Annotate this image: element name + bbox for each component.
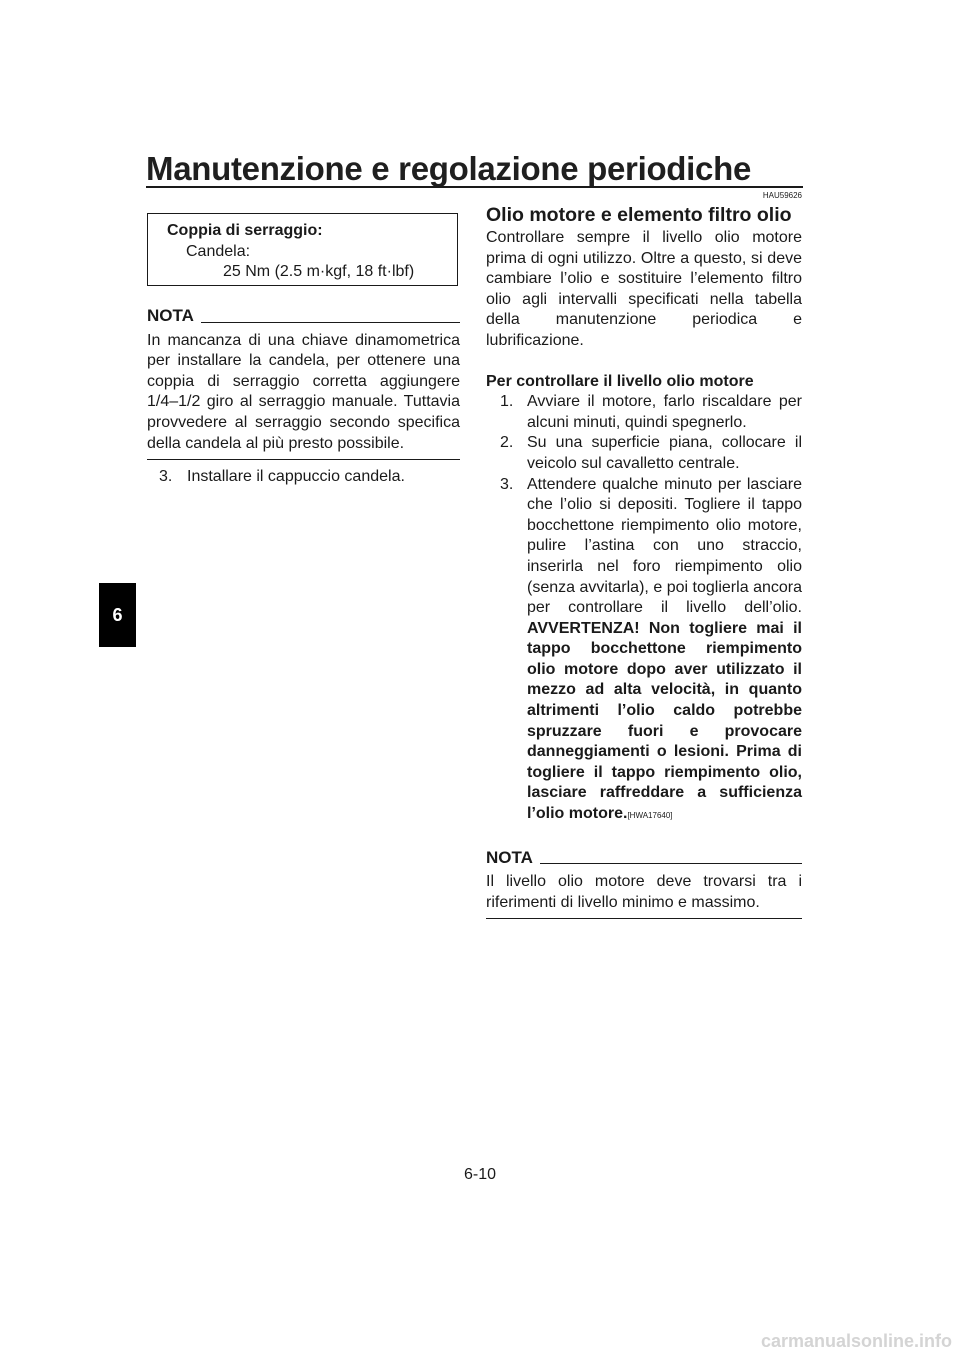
nota-rule bbox=[539, 863, 802, 865]
spec-value: 25 Nm (2.5 m·kgf, 18 ft·lbf) bbox=[223, 263, 415, 280]
warning-text: AVVERTENZA! Non togliere mai il tappo bo… bbox=[527, 619, 802, 823]
watermark: carmanualsonline.info bbox=[760, 1331, 952, 1351]
step-item: 2. Su una superficie piana, collocare il… bbox=[486, 433, 802, 474]
left-column: Coppia di serraggio: Candela: 25 Nm (2.5… bbox=[147, 213, 460, 488]
step-text: Su una superficie piana, collocare il ve… bbox=[527, 434, 802, 472]
warning-code: [HWA17640] bbox=[627, 811, 673, 821]
section-title: Olio motore e elemento filtro olio bbox=[486, 204, 792, 226]
title-rule bbox=[146, 186, 803, 188]
intro-paragraph: Controllare sempre il livello olio motor… bbox=[486, 229, 802, 349]
step-text: Installare il cappuccio candela. bbox=[187, 468, 405, 486]
page-title: Manutenzione e regolazione periodiche bbox=[146, 150, 751, 187]
step-number: 3. bbox=[500, 475, 514, 493]
right-column: HAU59626 Olio motore e elemento filtro o… bbox=[486, 189, 802, 920]
step-item: 3. Installare il cappuccio candela. bbox=[147, 467, 460, 488]
chapter-tab: 6 bbox=[99, 583, 136, 647]
section-code: HAU59626 bbox=[762, 191, 802, 200]
nota-heading: NOTA bbox=[486, 848, 802, 869]
spec-item: Candela: bbox=[186, 242, 251, 260]
subheading: Per controllare il livello olio motore bbox=[486, 372, 754, 390]
nota-text: In mancanza di una chiave dinamometrica … bbox=[147, 331, 460, 461]
step-text: Attendere qualche minuto per lasciare ch… bbox=[527, 475, 802, 617]
torque-spec-box: Coppia di serraggio: Candela: 25 Nm (2.5… bbox=[147, 213, 458, 286]
nota-label: NOTA bbox=[147, 306, 194, 325]
step-item: 1. Avviare il motore, farlo riscaldare p… bbox=[486, 392, 802, 433]
step-item: 3. Attendere qualche minuto per lasciare… bbox=[486, 475, 802, 827]
step-text: Avviare il motore, farlo riscaldare per … bbox=[527, 393, 802, 431]
page-number: 6-10 bbox=[463, 1166, 497, 1183]
spec-label: Coppia di serraggio: bbox=[167, 222, 323, 239]
step-number: 3. bbox=[159, 468, 173, 486]
step-number: 1. bbox=[500, 393, 514, 411]
nota-label: NOTA bbox=[486, 847, 533, 867]
step-body: Attendere qualche minuto per lasciare ch… bbox=[527, 475, 802, 827]
nota-rule bbox=[200, 321, 460, 323]
nota-heading: NOTA bbox=[147, 306, 460, 327]
nota-text: Il livello olio motore deve trovarsi tra… bbox=[486, 872, 802, 920]
step-number: 2. bbox=[500, 434, 514, 452]
